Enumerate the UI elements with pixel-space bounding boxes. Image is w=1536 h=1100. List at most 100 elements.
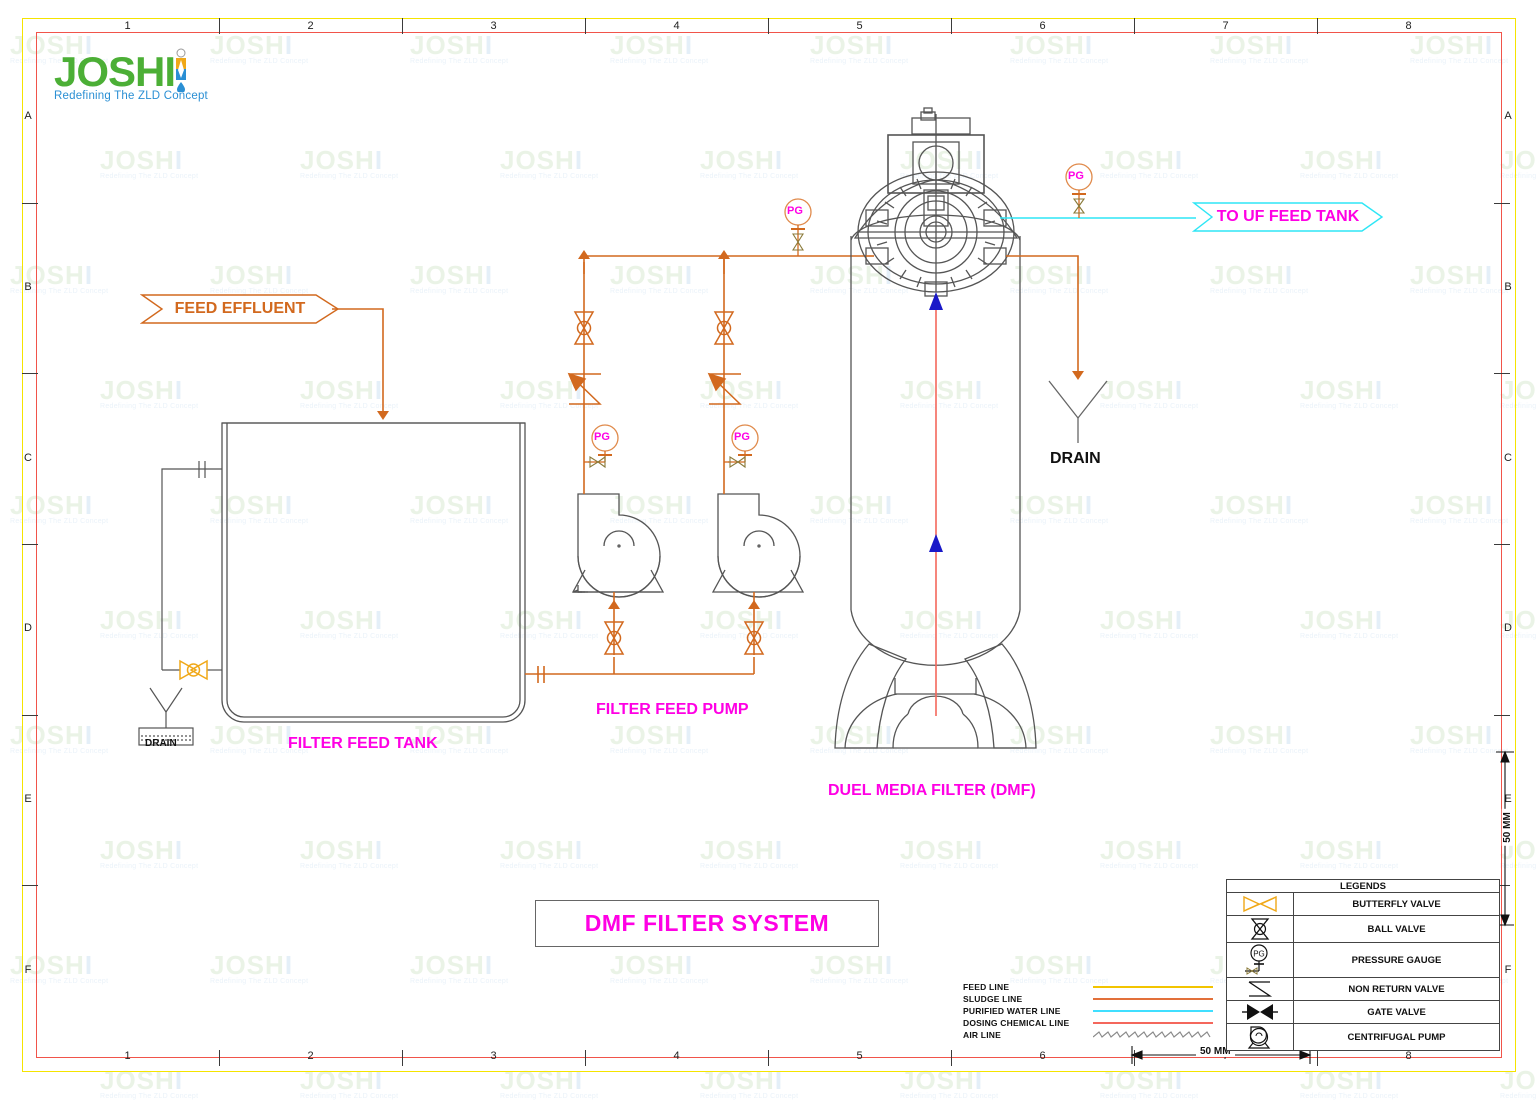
banner-to-uf-feed-tank-label: TO UF FEED TANK bbox=[1216, 208, 1360, 225]
frame-tick bbox=[22, 544, 38, 545]
ball-valve-icon bbox=[1227, 916, 1294, 942]
label-duel-media-filter: DUEL MEDIA FILTER (DMF) bbox=[828, 782, 1036, 799]
legend-label: GATE VALVE bbox=[1367, 1006, 1426, 1018]
label-scale-vertical: 50 MM bbox=[1501, 809, 1513, 846]
ball-valve-pump-1-suction bbox=[603, 621, 625, 655]
line-legend-swatch bbox=[1093, 1029, 1213, 1041]
tag-pg-pump-1: PG bbox=[594, 431, 610, 443]
tag-pg-pump-2: PG bbox=[734, 431, 750, 443]
frame-tick bbox=[768, 18, 769, 34]
frame-tick bbox=[402, 1050, 403, 1066]
pump-suction-header bbox=[525, 657, 755, 683]
pressure-gauge-outlet bbox=[1065, 163, 1093, 218]
frame-tick bbox=[219, 1050, 220, 1066]
legend-label: NON RETURN VALVE bbox=[1348, 983, 1445, 995]
frame-tick bbox=[951, 1050, 952, 1066]
line-type-legend: FEED LINE SLUDGE LINE PURIFIED WATER LINE D… bbox=[963, 981, 1213, 1041]
line-legend-label: FEED LINE bbox=[963, 982, 1010, 992]
dmf-multiport-valve-head bbox=[853, 107, 1019, 297]
frame-column-label: 8 bbox=[1405, 1050, 1412, 1062]
ball-valve-pump-1-discharge bbox=[573, 311, 595, 345]
dmf-inlet-connection bbox=[866, 255, 1084, 380]
line-legend-label: DOSING CHEMICAL LINE bbox=[963, 1018, 1070, 1028]
legends-rows: BUTTERFLY VALVE BALL VALVE PG PRESSURE GAUG… bbox=[1227, 893, 1499, 1050]
frame-tick bbox=[585, 1050, 586, 1066]
frame-column-label: 6 bbox=[1039, 1050, 1046, 1062]
butterfly-valve-tank-drain bbox=[179, 659, 208, 681]
frame-column-label: 2 bbox=[307, 1050, 314, 1062]
frame-tick bbox=[1494, 885, 1510, 887]
frame-tick bbox=[1494, 202, 1510, 204]
frame-tick bbox=[1494, 373, 1510, 375]
ball-valve-pump-2-discharge bbox=[713, 311, 735, 345]
line-legend-swatch bbox=[1093, 981, 1213, 993]
legend-label: PRESSURE GAUGE bbox=[1351, 954, 1442, 966]
line-legend-row: SLUDGE LINE bbox=[963, 993, 1213, 1005]
legend-row: BALL VALVE bbox=[1227, 916, 1499, 943]
svg-text:PG: PG bbox=[1253, 950, 1265, 959]
frame-row-label: C bbox=[1504, 451, 1512, 464]
legend-label: CENTRIFUGAL PUMP bbox=[1347, 1031, 1446, 1043]
logo-tagline: Redefining The ZLD Concept bbox=[54, 90, 208, 102]
legend-row: BUTTERFLY VALVE bbox=[1227, 893, 1499, 916]
frame-row-label: E bbox=[24, 793, 32, 805]
frame-column-label: 4 bbox=[673, 20, 680, 32]
non-return-valve-pump-2 bbox=[707, 372, 742, 405]
line-legend-label: SLUDGE LINE bbox=[963, 994, 1023, 1004]
frame-column-label: 3 bbox=[490, 1050, 497, 1062]
frame-tick bbox=[219, 18, 220, 34]
frame-column-label: 3 bbox=[490, 20, 497, 32]
legend-label: BALL VALVE bbox=[1367, 923, 1426, 935]
tag-pg-outlet: PG bbox=[1068, 170, 1084, 182]
pressure-gauge-icon: PG bbox=[1227, 943, 1294, 977]
frame-column-label: 1 bbox=[124, 1050, 131, 1062]
line-legend-swatch bbox=[1093, 993, 1213, 1005]
gate-valve-icon bbox=[1227, 1001, 1294, 1023]
frame-tick bbox=[1317, 1050, 1318, 1066]
drawing-title-box: DMF FILTER SYSTEM bbox=[535, 900, 879, 947]
non-return-valve-icon bbox=[1227, 978, 1294, 1000]
line-legend-label: PURIFIED WATER LINE bbox=[963, 1006, 1061, 1016]
filter-feed-tank-vessel bbox=[221, 422, 526, 723]
label-tank-drain: DRAIN bbox=[145, 738, 177, 749]
legend-label: BUTTERFLY VALVE bbox=[1352, 898, 1441, 910]
frame-tick bbox=[768, 1050, 769, 1066]
feed-effluent-line bbox=[332, 308, 389, 420]
company-logo: JOSHI Redefining The ZLD Concept bbox=[54, 48, 208, 102]
pressure-gauge-discharge-header bbox=[784, 198, 812, 256]
frame-row-label: C bbox=[24, 451, 32, 464]
inner-border bbox=[36, 32, 1502, 1058]
line-legend-swatch bbox=[1093, 1005, 1213, 1017]
banner-to-uf-feed-tank: TO UF FEED TANK bbox=[1191, 201, 1384, 233]
label-dmf-drain: DRAIN bbox=[1050, 450, 1101, 467]
ball-valve-pump-2-suction bbox=[743, 621, 765, 655]
frame-tick bbox=[951, 18, 952, 34]
frame-row-label: F bbox=[1504, 963, 1512, 976]
line-legend-swatch bbox=[1093, 1017, 1213, 1029]
legend-row: CENTRIFUGAL PUMP bbox=[1227, 1024, 1499, 1050]
frame-tick bbox=[585, 18, 586, 34]
frame-row-label: D bbox=[24, 622, 32, 635]
label-filter-feed-tank: FILTER FEED TANK bbox=[288, 735, 438, 752]
frame-tick bbox=[1134, 18, 1135, 34]
label-scale-horizontal: 50 MM bbox=[1196, 1046, 1235, 1057]
outer-border bbox=[22, 18, 1516, 1072]
frame-tick bbox=[22, 202, 38, 204]
logo-drop-icon bbox=[176, 48, 187, 94]
legend-row: GATE VALVE bbox=[1227, 1001, 1499, 1024]
frame-tick bbox=[22, 373, 38, 375]
dmf-flow-arrow-mid bbox=[929, 534, 943, 552]
frame-column-label: 5 bbox=[856, 1050, 863, 1062]
frame-column-label: 7 bbox=[1222, 20, 1229, 32]
filter-feed-pump-1 bbox=[571, 493, 665, 598]
dmf-flow-arrow-upper bbox=[929, 292, 943, 310]
non-return-valve-pump-1 bbox=[567, 372, 602, 405]
line-legend-row: PURIFIED WATER LINE bbox=[963, 1005, 1213, 1017]
pump-discharge-header bbox=[584, 255, 866, 262]
line-legend-row: AIR LINE bbox=[963, 1029, 1213, 1041]
frame-row-label: E bbox=[1504, 793, 1512, 805]
line-legend-label: AIR LINE bbox=[963, 1030, 1001, 1040]
frame-tick bbox=[1317, 18, 1318, 34]
